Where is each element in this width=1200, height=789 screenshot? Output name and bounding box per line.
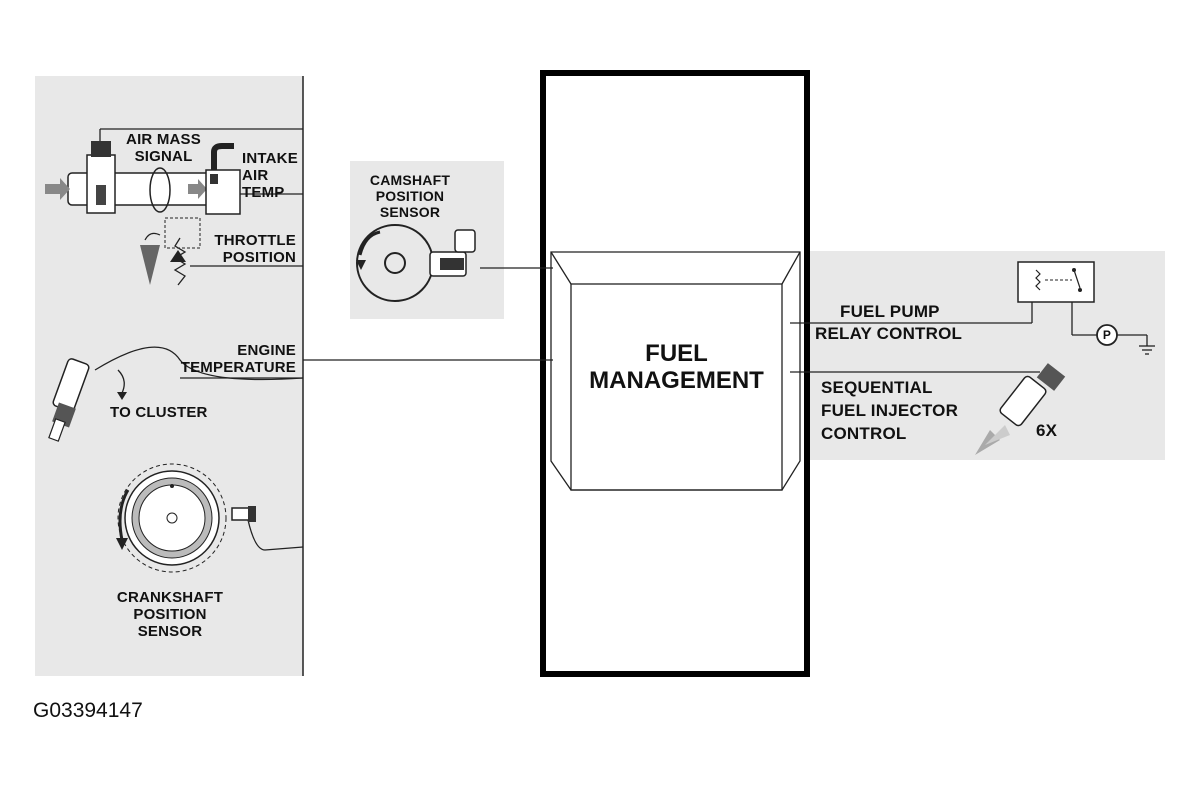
throttle-position-label-line1: THROTTLE <box>214 232 296 249</box>
camshaft-sensor-panel <box>350 161 504 319</box>
fuel-management-module-box <box>540 70 810 677</box>
crankshaft-label-line1: CRANKSHAFT <box>116 589 224 606</box>
intake-air-temp-label-line2: AIR <box>242 167 269 184</box>
crankshaft-position-sensor-label: CRANKSHAFT POSITION SENSOR <box>100 589 240 640</box>
injector-label-line3: CONTROL <box>821 424 907 443</box>
fuel-pump-relay-control-label: FUEL PUMP RELAY CONTROL <box>815 301 962 345</box>
fuel-management-title-line1: FUEL <box>645 340 708 367</box>
intake-air-temp-label-line1: INTAKE <box>242 150 298 167</box>
engine-temperature-sensor-icon <box>48 358 127 442</box>
camshaft-label-line1: CAMSHAFT <box>369 172 451 188</box>
camshaft-position-sensor-icon <box>356 224 476 302</box>
injector-label-line2: FUEL INJECTOR <box>821 401 959 420</box>
to-cluster-label: TO CLUSTER <box>110 404 208 421</box>
fuel-pump-icon <box>1096 324 1118 346</box>
fuel-pump-label-line2: RELAY CONTROL <box>815 324 963 343</box>
fuel-management-bevel <box>550 251 801 491</box>
fuel-pump-label-line1: FUEL PUMP <box>840 302 940 321</box>
throttle-position-label-line2: POSITION <box>222 249 296 266</box>
sequential-fuel-injector-control-label: SEQUENTIAL FUEL INJECTOR CONTROL <box>821 376 958 445</box>
air-mass-signal-label-line2: SIGNAL <box>134 148 193 165</box>
intake-air-temp-sensor-icon <box>205 143 241 215</box>
fuel-injector-icon <box>975 363 1066 455</box>
throttle-position-label: THROTTLE POSITION <box>200 232 296 266</box>
fuel-pump-relay-icon <box>1017 261 1095 303</box>
crankshaft-position-sensor-icon <box>116 463 256 573</box>
intake-air-temp-label-line3: TEMP <box>242 184 285 201</box>
crankshaft-label-line2: POSITION <box>133 606 207 623</box>
fuel-management-title-line2: MANAGEMENT <box>589 367 764 394</box>
fuel-management-title: FUEL MANAGEMENT <box>571 340 782 394</box>
intake-air-temp-label: INTAKE AIR TEMP <box>242 150 298 201</box>
output-panel-right <box>808 251 1165 460</box>
engine-temperature-label: ENGINE TEMPERATURE <box>160 342 296 376</box>
camshaft-label-line3: SENSOR <box>379 204 441 220</box>
fuel-pump-symbol-label: P <box>1102 328 1112 342</box>
injector-count-label: 6X <box>1036 421 1058 440</box>
air-mass-signal-label: AIR MASS SIGNAL <box>116 131 211 165</box>
throttle-position-sensor-icon <box>140 217 201 286</box>
air-mass-signal-label-line1: AIR MASS <box>126 131 201 148</box>
camshaft-label-line2: POSITION <box>375 188 445 204</box>
engine-temperature-label-line2: TEMPERATURE <box>180 359 296 376</box>
engine-temperature-label-line1: ENGINE <box>237 342 296 359</box>
signal-wires <box>94 128 1155 551</box>
camshaft-position-sensor-label: CAMSHAFT POSITION SENSOR <box>355 172 465 220</box>
injector-label-line1: SEQUENTIAL <box>821 378 933 397</box>
figure-id: G03394147 <box>33 699 143 722</box>
crankshaft-label-line3: SENSOR <box>137 623 203 640</box>
